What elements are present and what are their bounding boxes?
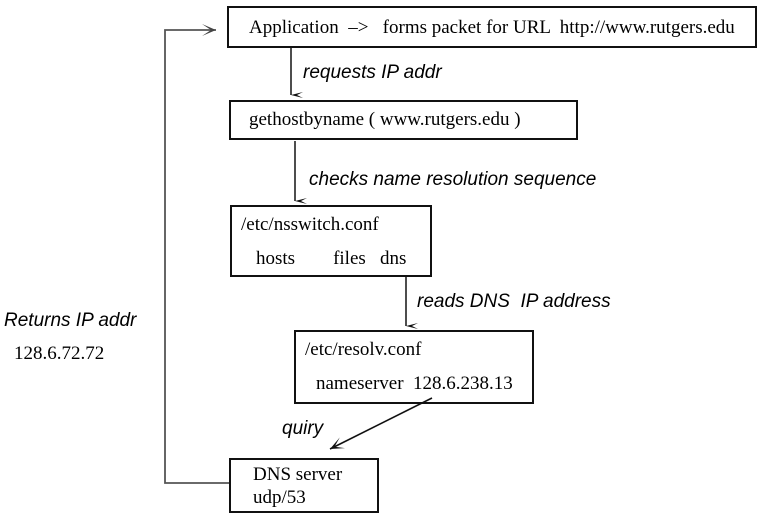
node-gethostbyname-label: gethostbyname ( www.rutgers.edu ) [249, 109, 521, 130]
edge-label-checks-name-resolution-sequence: checks name resolution sequence [309, 169, 597, 190]
node-nsswitch-entries: hosts files dns [256, 248, 407, 269]
edge-dnsserver-to-application-return [164, 24, 229, 484]
node-resolv-nameserver: nameserver 128.6.238.13 [316, 373, 513, 394]
edge-label-returned-ip-value: 128.6.72.72 [14, 343, 105, 364]
node-dns-server[interactable]: DNS server udp/53 [229, 458, 379, 513]
node-application-label: Application –> forms packet for URL http… [249, 17, 735, 38]
edge-label-returns-ip-addr: Returns IP addr [4, 310, 137, 331]
edge-resolv-to-dnsserver [329, 397, 433, 450]
edge-label-reads-dns-ip-address: reads DNS IP address [417, 291, 611, 312]
node-nsswitch-filename: /etc/nsswitch.conf [241, 214, 379, 235]
node-gethostbyname[interactable]: gethostbyname ( www.rutgers.edu ) [229, 100, 578, 140]
edge-label-requests-ip-addr: requests IP addr [303, 62, 442, 83]
node-resolv-filename: /etc/resolv.conf [305, 339, 422, 360]
node-nsswitch-conf[interactable]: /etc/nsswitch.conf hosts files dns [230, 205, 432, 277]
node-resolv-conf[interactable]: /etc/resolv.conf nameserver 128.6.238.13 [294, 330, 534, 404]
node-application[interactable]: Application –> forms packet for URL http… [227, 6, 757, 48]
edge-label-quiry: quiry [282, 418, 324, 439]
node-dns-server-port: udp/53 [253, 487, 306, 508]
node-dns-server-title: DNS server [253, 464, 343, 485]
